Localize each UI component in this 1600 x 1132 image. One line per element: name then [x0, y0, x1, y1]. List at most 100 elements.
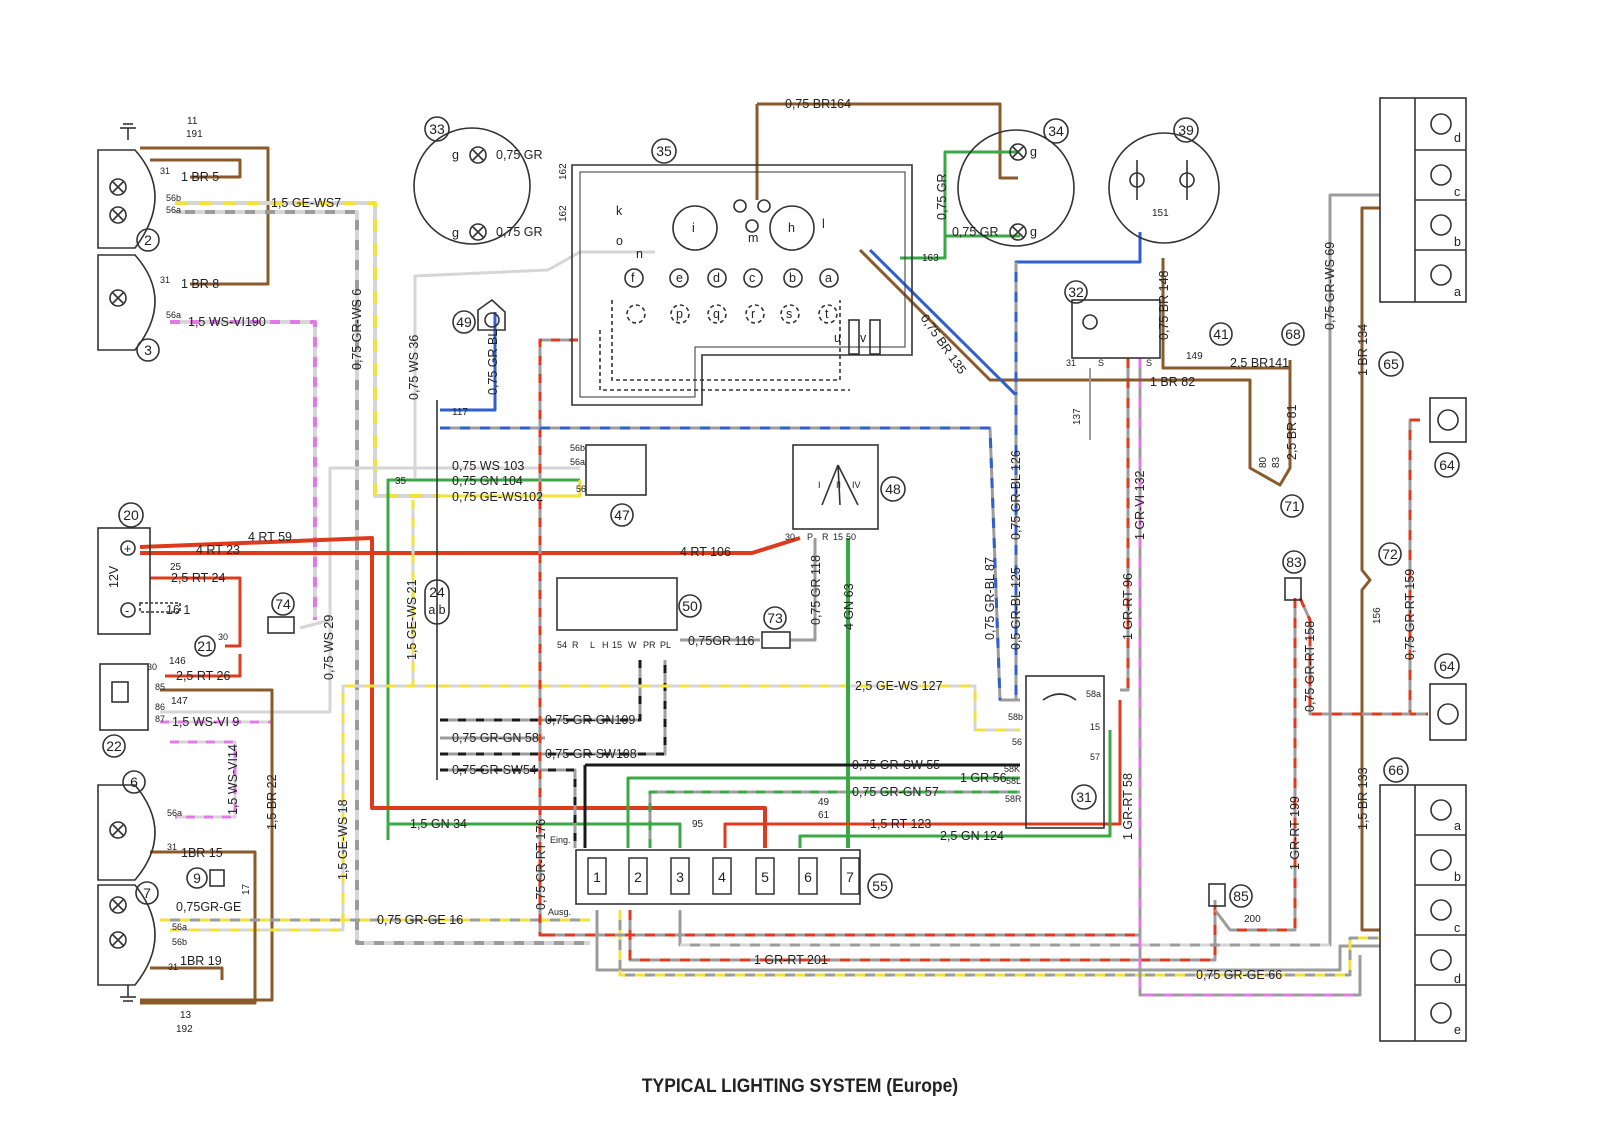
wire-gr-gn-stripe — [648, 790, 1020, 848]
terminal-label: 58a — [1086, 689, 1101, 699]
wire-label: 151 — [1152, 208, 1169, 219]
wire-label: 0,75 GR-GE 66 — [1196, 968, 1282, 982]
wire-ws — [413, 250, 655, 478]
wire-gr-rt — [628, 900, 1217, 962]
component-83 — [1282, 550, 1306, 601]
component-number: 2 — [144, 232, 152, 248]
wire-grey — [595, 910, 1380, 972]
component-number: 21 — [197, 638, 213, 654]
wire-label: 0,75 GR-SW54 — [452, 763, 537, 777]
connector-41 — [1209, 322, 1233, 346]
terminal-label: 56a — [570, 457, 585, 467]
switch-50 — [556, 577, 702, 631]
terminal-label: 87 — [155, 714, 165, 724]
wire-gr-bl — [440, 312, 497, 412]
ground-icon — [120, 123, 136, 140]
wire-gr-rt-stripe — [1408, 418, 1428, 716]
terminal-label: S — [1098, 358, 1104, 368]
terminal-label: 15 — [612, 640, 622, 650]
terminal-label: 56a — [172, 922, 187, 932]
wire-red — [139, 536, 767, 848]
wire-label: 4 RT 59 — [248, 530, 292, 544]
terminal-label: PL — [660, 640, 671, 650]
terminal-label: 56a — [166, 205, 181, 215]
wire-label: 4 RT 106 — [680, 545, 731, 559]
wire-green — [388, 822, 682, 848]
wire-gr-rt-stripe — [628, 900, 1217, 962]
wire-label: 0,75 GR-RT 176 — [534, 819, 548, 910]
wire-label: 2,5 RT 26 — [176, 669, 230, 683]
fuse-slot — [840, 857, 860, 895]
switch-31 — [1025, 675, 1105, 829]
wire-brown — [1360, 206, 1380, 932]
component-number: 85 — [1233, 888, 1249, 904]
wire-gr-rt-stripe — [538, 338, 590, 937]
battery-plus: + — [124, 542, 131, 556]
lamp-letter: d — [1454, 131, 1461, 145]
wire-gr-rt-stripe — [1230, 598, 1297, 932]
diagram-caption: TYPICAL LIGHTING SYSTEM (Europe) — [641, 1076, 959, 1097]
wire-brown — [858, 248, 1095, 382]
terminal-label: 15 — [833, 532, 843, 542]
component-number: 64 — [1439, 658, 1455, 674]
terminal-label: I — [818, 480, 821, 490]
wire-gr-rt — [1120, 358, 1130, 692]
instrument-letter: d — [713, 271, 720, 285]
lamp-39 — [1108, 117, 1220, 244]
component-number: 74 — [275, 596, 291, 612]
wire-brown — [150, 158, 242, 179]
wire-label: 13 — [180, 1010, 192, 1021]
wire-label: 0,75 GR-RT 158 — [1303, 621, 1317, 712]
fuse-slot — [587, 857, 607, 895]
wire-ge-ws — [175, 201, 440, 498]
instrument-letter: n — [636, 247, 643, 261]
component-9 — [186, 867, 225, 889]
terminal-label: 30 — [785, 532, 795, 542]
wire-label: 2,5 BR 81 — [1285, 404, 1299, 460]
wire-ge-ws-stripe — [175, 201, 440, 498]
switch-48 — [792, 444, 906, 530]
wire-label: 80 — [1258, 456, 1269, 468]
connector-72 — [1378, 542, 1402, 566]
connector-71 — [1280, 494, 1304, 518]
wire-label: 1,5 BR 133 — [1356, 767, 1370, 830]
terminal-label: 86 — [155, 702, 165, 712]
wire-red — [165, 654, 242, 678]
wire-label: 162 — [558, 163, 569, 180]
wire-brown — [140, 850, 257, 1005]
wire-label: 2,5 RT 24 — [171, 571, 225, 585]
gauge-33 — [413, 116, 531, 245]
terminal-label: 58K — [1004, 764, 1020, 774]
wire-label: 1,5 RT 123 — [870, 817, 931, 831]
terminal-label: 31 — [168, 962, 178, 972]
wire-label: 1 BR 82 — [1150, 375, 1195, 389]
wire-gr-rt-stripe — [545, 700, 1142, 937]
wire-label: 0,75 GR-BL 126 — [1009, 450, 1023, 540]
wire-ws-vi-stripe — [170, 740, 237, 819]
component-85 — [1208, 883, 1253, 908]
fuse-number: 2 — [634, 869, 642, 885]
headlight-7 — [97, 881, 159, 986]
instrument-letter: o — [616, 234, 623, 248]
instrument-letter: c — [749, 271, 755, 285]
instrument-letter: g — [1030, 225, 1037, 239]
wire-gr-rt — [545, 700, 1142, 937]
component-number: 71 — [1284, 498, 1300, 514]
component-number: 41 — [1213, 326, 1229, 342]
switch-47 — [585, 444, 647, 527]
lamp-letter: a — [1454, 285, 1461, 299]
wire-label: 1,5 BR 22 — [265, 774, 279, 830]
component-number: 72 — [1382, 546, 1398, 562]
terminal-label: 31 — [160, 166, 170, 176]
wire-label: 1,5 GN 34 — [410, 817, 467, 831]
wire-label: 156 — [1372, 607, 1383, 624]
terminal-label: 50 — [846, 532, 856, 542]
wire-label: 49 — [818, 797, 830, 808]
component-number: 64 — [1439, 457, 1455, 473]
component-number: 49 — [456, 314, 472, 330]
battery-20 — [97, 502, 181, 635]
wire-label: 0,75 BR 148 — [1157, 270, 1171, 340]
wire-label: 2,5 GN 124 — [940, 829, 1004, 843]
component-number: 66 — [1388, 762, 1404, 778]
